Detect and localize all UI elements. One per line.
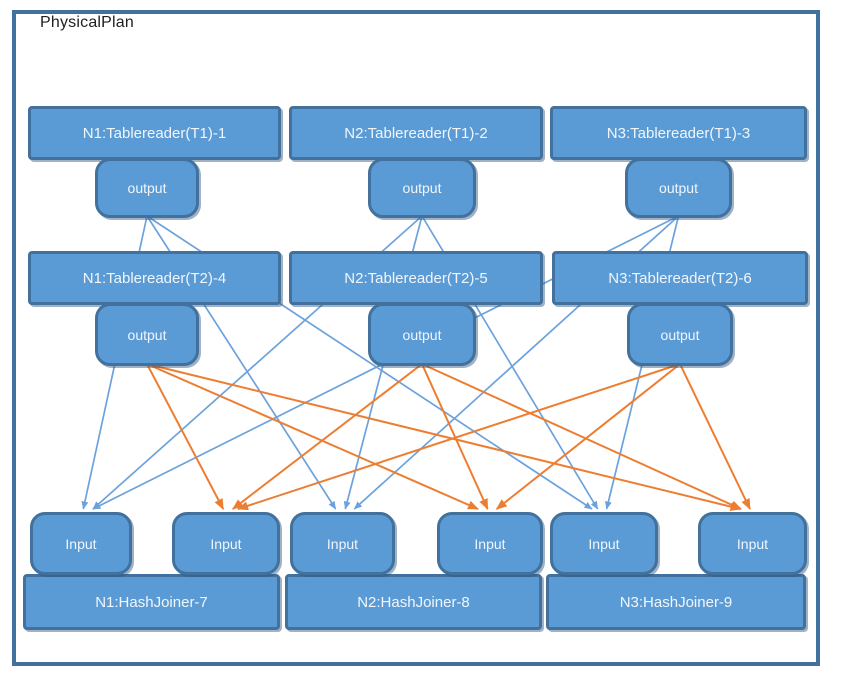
input-port-hashjoiner9-left: Input <box>550 512 658 575</box>
node-label: N2:HashJoiner-8 <box>357 593 470 611</box>
edge-out6-to-in7r <box>237 363 681 511</box>
output-port-t2-n2: output <box>368 303 476 366</box>
node-label: N2:Tablereader(T1)-2 <box>344 124 488 142</box>
edge-out4-to-in8r <box>146 363 479 510</box>
input-port-hashjoiner8-right: Input <box>437 512 543 575</box>
edge-out5-to-in9r <box>421 363 742 510</box>
diagram-title: PhysicalPlan <box>40 14 135 31</box>
input-port-hashjoiner8-left: Input <box>290 512 395 575</box>
output-port-t1-n3: output <box>625 158 732 218</box>
port-label: Input <box>326 535 359 552</box>
node-label: N3:Tablereader(T2)-6 <box>608 269 752 287</box>
node-tablereader-t2-n1: N1:Tablereader(T2)-4 <box>28 251 281 305</box>
edge-out6-to-in9r <box>679 363 751 510</box>
port-label: output <box>127 326 167 343</box>
node-hashjoiner-n2: N2:HashJoiner-8 <box>285 574 542 630</box>
node-label: N3:HashJoiner-9 <box>619 593 733 611</box>
edge-out4-to-in7r <box>146 363 225 510</box>
input-port-hashjoiner7-left: Input <box>30 512 132 575</box>
node-label: N3:Tablereader(T1)-3 <box>606 124 751 142</box>
port-label: Input <box>65 535 97 552</box>
node-label: N1:HashJoiner-7 <box>95 593 208 611</box>
node-tablereader-t2-n3: N3:Tablereader(T2)-6 <box>552 251 808 305</box>
node-tablereader-t1-n2: N2:Tablereader(T1)-2 <box>289 106 543 160</box>
port-label: Input <box>210 535 242 552</box>
port-label: output <box>402 180 442 196</box>
output-port-t1-n1: output <box>95 158 199 218</box>
port-label: Input <box>588 535 620 552</box>
plan-frame <box>12 10 820 666</box>
input-port-hashjoiner9-right: Input <box>698 512 807 575</box>
node-tablereader-t1-n1: N1:Tablereader(T1)-1 <box>28 106 281 160</box>
node-label: N2:Tablereader(T2)-5 <box>344 269 488 287</box>
output-port-t2-n3: output <box>627 303 733 366</box>
node-hashjoiner-n3: N3:HashJoiner-9 <box>546 574 806 630</box>
edge-out5-to-in8r <box>421 363 489 510</box>
output-port-t2-n1: output <box>95 303 199 366</box>
port-label: output <box>659 180 698 196</box>
output-port-t1-n2: output <box>368 158 476 218</box>
node-hashjoiner-n1: N1:HashJoiner-7 <box>23 574 280 630</box>
port-label: output <box>127 180 167 196</box>
node-tablereader-t2-n2: N2:Tablereader(T2)-5 <box>289 251 543 305</box>
node-label: N1:Tablereader(T1)-1 <box>82 124 227 142</box>
port-label: Input <box>736 535 769 552</box>
edge-out5-to-in7r <box>232 363 423 510</box>
edge-out6-to-in8r <box>495 363 681 510</box>
port-label: Input <box>474 535 506 552</box>
port-label: output <box>660 326 700 343</box>
input-port-hashjoiner7-right: Input <box>172 512 280 575</box>
port-label: output <box>402 326 442 343</box>
edge-out4-to-in9r <box>146 363 742 511</box>
node-label: N1:Tablereader(T2)-4 <box>82 269 227 287</box>
node-tablereader-t1-n3: N3:Tablereader(T1)-3 <box>550 106 807 160</box>
